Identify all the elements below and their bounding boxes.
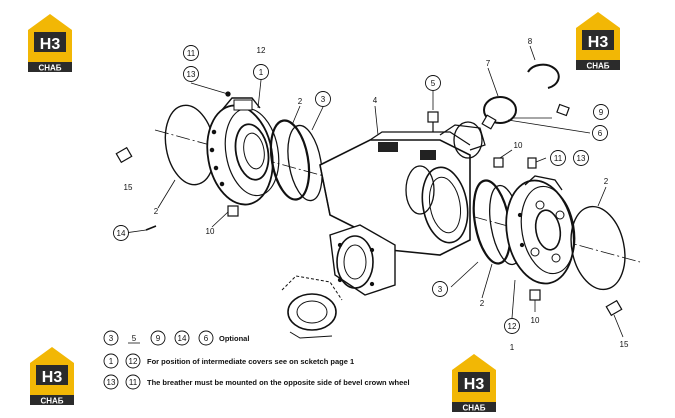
- logo-letters: H3: [588, 34, 609, 51]
- callout-8: 8: [528, 37, 533, 46]
- screw-15a: [115, 146, 133, 164]
- legend-item-12: 12: [129, 357, 138, 366]
- logo-letters: H3: [40, 36, 61, 53]
- logo-brand: СНАБ: [586, 62, 609, 71]
- callout-2: 2: [604, 177, 609, 186]
- legend-item-14: 14: [178, 334, 187, 343]
- legend-item-11: 11: [129, 378, 138, 387]
- legend-row-breather: 13 11 The breather must be mounted on th…: [103, 374, 410, 390]
- callout-10: 10: [206, 227, 215, 236]
- callout-10: 10: [531, 316, 540, 325]
- callout-15: 15: [124, 183, 133, 192]
- legend-row-optional: 3 5 9 14 6 Optional: [103, 330, 249, 346]
- logo-brand: СНАБ: [462, 404, 485, 413]
- legend-item-1: 1: [109, 357, 114, 366]
- breather-right: [527, 157, 537, 169]
- legend: 3 5 9 14 6 Optional 1 12 For position of…: [103, 330, 410, 390]
- callout-1: 1: [259, 68, 264, 77]
- callout-3: 3: [438, 285, 443, 294]
- callout-3: 3: [321, 95, 326, 104]
- sketch-detail: [281, 275, 343, 339]
- logo-top-left: H3 СНАБ: [28, 14, 72, 73]
- housing-cover-left: [206, 97, 280, 206]
- logo-brand: СНАБ: [38, 64, 61, 73]
- seal-ring-left: [287, 124, 323, 202]
- plug-5: [427, 111, 439, 132]
- screw-15b: [605, 299, 623, 317]
- callout-2: 2: [154, 207, 159, 216]
- legend-text-covers: For position of intermediate covers see …: [147, 357, 354, 366]
- callout-6: 6: [598, 129, 603, 138]
- callout-13: 13: [187, 70, 196, 79]
- logo-letters: H3: [42, 369, 63, 386]
- logo-brand: СНАБ: [40, 397, 63, 406]
- legend-item-3: 3: [109, 334, 114, 343]
- plug-9: [556, 103, 570, 117]
- legend-text-breather: The breather must be mounted on the oppo…: [147, 378, 410, 387]
- gasket-right: [570, 205, 626, 291]
- callout-labels: 11 13 12 1 2 3 4 5 8 7 9 6 10 11 13 2 15…: [117, 37, 629, 352]
- screw-14: [145, 225, 157, 231]
- housing-cover-right: [505, 175, 576, 285]
- callout-10: 10: [514, 141, 523, 150]
- plug-10b: [227, 205, 239, 217]
- logo-letters: H3: [464, 376, 485, 393]
- callout-12: 12: [257, 46, 266, 55]
- callout-2: 2: [480, 299, 485, 308]
- callout-11: 11: [554, 154, 563, 163]
- bushing: [481, 114, 497, 130]
- logo-top-right: H3 СНАБ: [576, 12, 620, 71]
- callout-15: 15: [620, 340, 629, 349]
- legend-text-optional: Optional: [219, 334, 249, 343]
- callout-13: 13: [577, 154, 586, 163]
- retaining-ring: [483, 96, 517, 124]
- callout-5: 5: [431, 79, 436, 88]
- legend-item-9: 9: [156, 334, 161, 343]
- callout-11: 11: [187, 49, 196, 58]
- callout-2: 2: [298, 97, 303, 106]
- callout-9: 9: [599, 108, 604, 117]
- callout-12: 12: [508, 322, 517, 331]
- callout-4: 4: [373, 96, 378, 105]
- plug-10c: [529, 289, 541, 301]
- logo-bottom-center: H3 СНАБ: [452, 354, 496, 413]
- legend-row-covers: 1 12 For position of intermediate covers…: [103, 353, 354, 369]
- legend-item-5: 5: [132, 334, 137, 343]
- plug-10a: [493, 157, 504, 168]
- axle-housing: [319, 121, 486, 296]
- logo-bottom-left: H3 СНАБ: [30, 347, 74, 406]
- o-ring-left: [269, 119, 311, 201]
- parts-drawing: [115, 63, 641, 339]
- leader-lines: [124, 45, 624, 338]
- legend-item-13: 13: [107, 378, 116, 387]
- snap-ring: [527, 63, 560, 89]
- callout-7: 7: [486, 59, 491, 68]
- callout-circles: [113, 45, 609, 334]
- callout-1: 1: [510, 343, 515, 352]
- callout-14: 14: [117, 229, 126, 238]
- legend-item-6: 6: [204, 334, 209, 343]
